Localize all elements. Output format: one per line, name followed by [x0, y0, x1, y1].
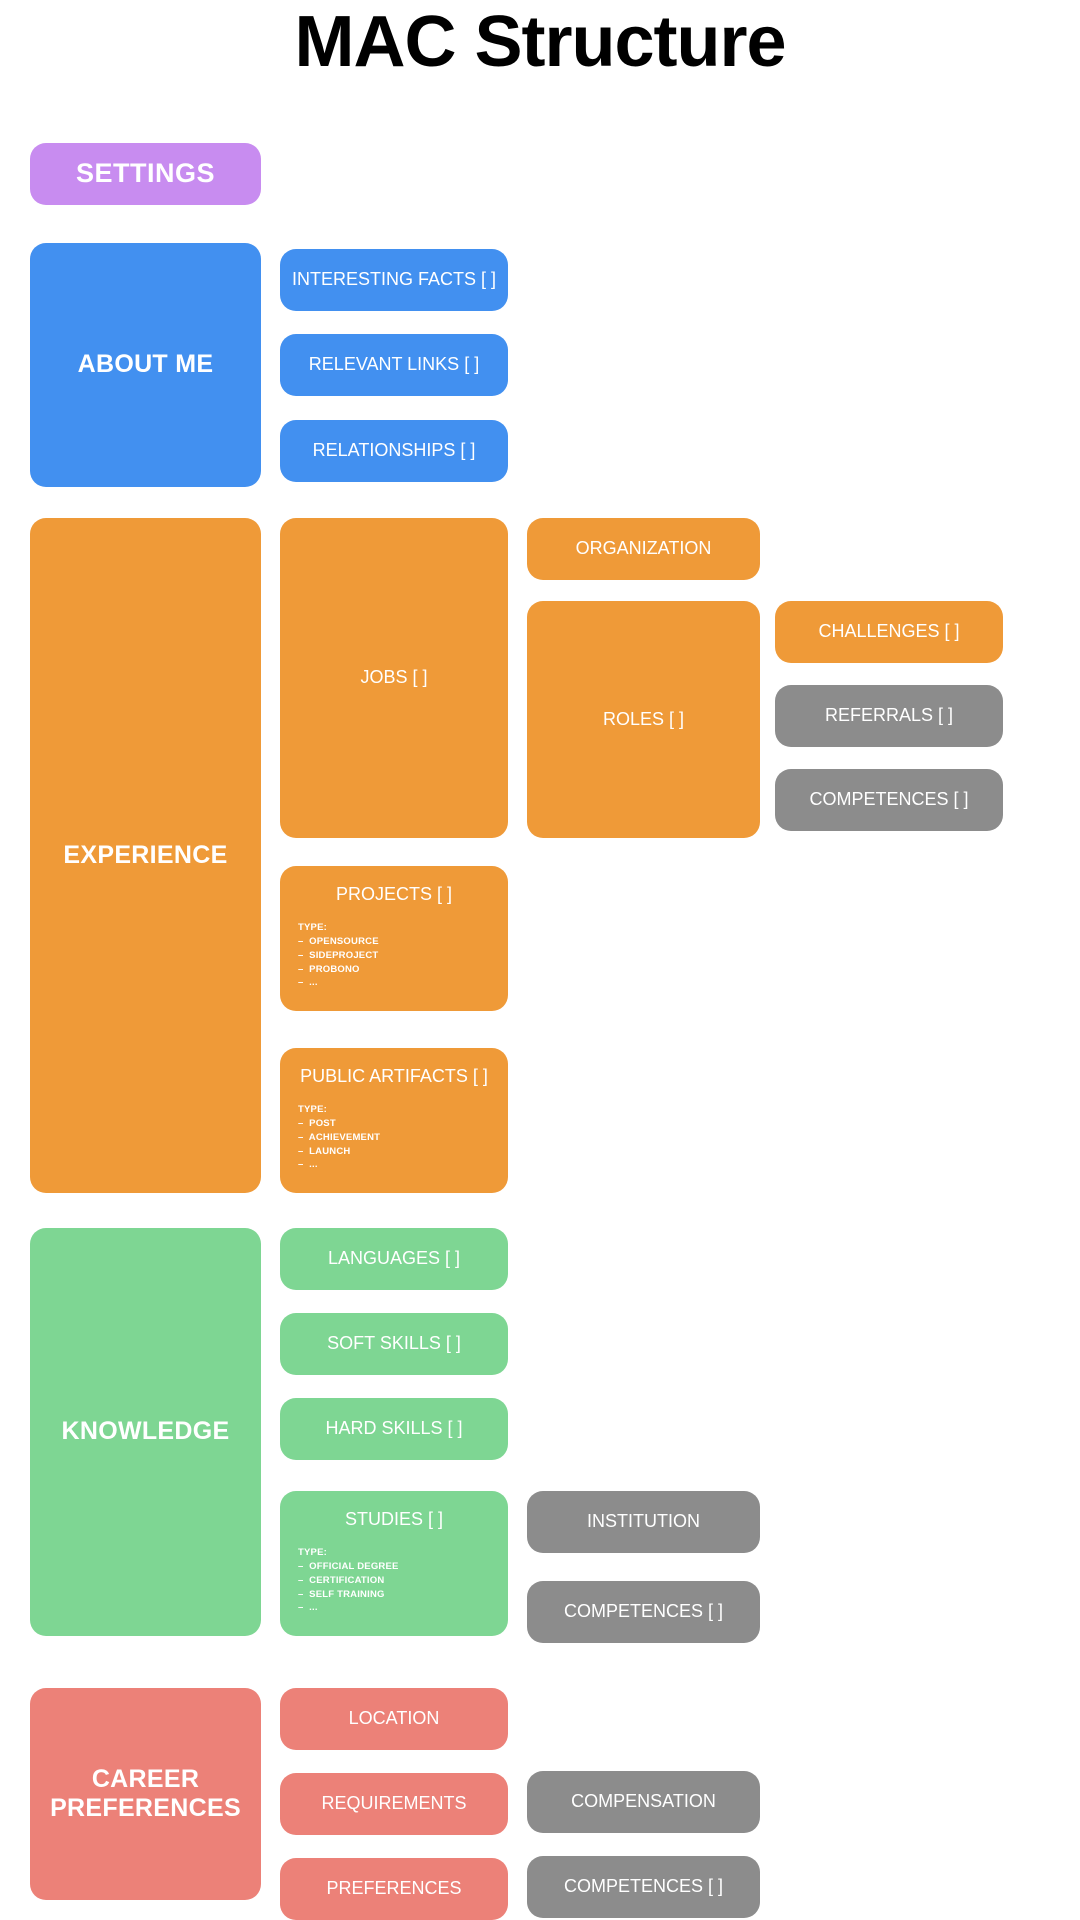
node-knowledge[interactable]: KNOWLEDGE — [30, 1228, 261, 1636]
node-hard-skills-label: HARD SKILLS [ ] — [325, 1418, 463, 1439]
node-institution-label: INSTITUTION — [587, 1511, 700, 1532]
node-organization[interactable]: ORGANIZATION — [527, 518, 760, 580]
node-career-preferences-line2: PREFERENCES — [50, 1794, 241, 1822]
node-hard-skills[interactable]: HARD SKILLS [ ] — [280, 1398, 508, 1460]
node-jobs-label: JOBS [ ] — [360, 667, 428, 688]
node-studies-type-item: – SELF TRAINING — [298, 1588, 385, 1600]
node-languages[interactable]: LANGUAGES [ ] — [280, 1228, 508, 1290]
node-career-preferences-label: CAREER PREFERENCES — [50, 1765, 241, 1824]
node-studies-label: STUDIES [ ] — [344, 1509, 443, 1529]
node-preferences-label: PREFERENCES — [326, 1878, 462, 1899]
node-competences-knowledge[interactable]: COMPETENCES [ ] — [527, 1581, 760, 1643]
node-competences-knowledge-label: COMPETENCES [ ] — [563, 1601, 724, 1622]
node-competences-experience-label: COMPETENCES [ ] — [809, 789, 969, 810]
node-projects[interactable]: PROJECTS [ ] TYPE: – OPENSOURCE – SIDEPR… — [280, 866, 508, 1011]
node-projects-type-label: TYPE: — [298, 922, 327, 934]
node-studies-type-item: – ... — [298, 1602, 318, 1614]
node-relevant-links-label: RELEVANT LINKS [ ] — [308, 354, 480, 375]
node-interesting-facts-label: INTERESTING FACTS [ ] — [291, 269, 497, 290]
node-projects-types: TYPE: – OPENSOURCE – SIDEPROJECT – PROBO… — [298, 921, 508, 990]
node-knowledge-label: KNOWLEDGE — [61, 1417, 230, 1446]
node-studies-types: TYPE: – OFFICIAL DEGREE – CERTIFICATION … — [298, 1546, 508, 1615]
node-organization-label: ORGANIZATION — [575, 538, 712, 559]
node-settings[interactable]: SETTINGS — [30, 143, 261, 205]
node-roles[interactable]: ROLES [ ] — [527, 601, 760, 838]
node-projects-type-item: – ... — [298, 977, 318, 989]
node-institution[interactable]: INSTITUTION — [527, 1491, 760, 1553]
node-roles-label: ROLES [ ] — [602, 708, 685, 729]
node-soft-skills-label: SOFT SKILLS [ ] — [327, 1333, 461, 1354]
node-experience[interactable]: EXPERIENCE — [30, 518, 261, 1193]
node-public-artifacts[interactable]: PUBLIC ARTIFACTS [ ] TYPE: – POST – ACHI… — [280, 1048, 508, 1193]
node-public-artifacts-type-item: – LAUNCH — [298, 1145, 351, 1157]
node-projects-type-item: – SIDEPROJECT — [298, 949, 379, 961]
node-public-artifacts-label: PUBLIC ARTIFACTS [ ] — [300, 1066, 488, 1086]
node-public-artifacts-types: TYPE: – POST – ACHIEVEMENT – LAUNCH – ..… — [298, 1103, 508, 1172]
node-requirements-label: REQUIREMENTS — [321, 1793, 467, 1814]
node-projects-label: PROJECTS [ ] — [335, 884, 452, 904]
node-requirements[interactable]: REQUIREMENTS — [280, 1773, 508, 1835]
node-about-me-label: ABOUT ME — [77, 350, 214, 379]
node-relationships[interactable]: RELATIONSHIPS [ ] — [280, 420, 508, 482]
node-location[interactable]: LOCATION — [280, 1688, 508, 1750]
node-referrals[interactable]: REFERRALS [ ] — [775, 685, 1003, 747]
node-career-preferences[interactable]: CAREER PREFERENCES — [30, 1688, 261, 1900]
node-competences-career-label: COMPETENCES [ ] — [563, 1876, 724, 1897]
node-career-preferences-line1: CAREER — [91, 1764, 200, 1793]
node-referrals-label: REFERRALS [ ] — [824, 705, 954, 726]
node-competences-experience[interactable]: COMPETENCES [ ] — [775, 769, 1003, 831]
node-languages-label: LANGUAGES [ ] — [327, 1248, 461, 1269]
node-competences-career[interactable]: COMPETENCES [ ] — [527, 1856, 760, 1918]
node-studies-type-item: – OFFICIAL DEGREE — [298, 1561, 399, 1572]
node-preferences[interactable]: PREFERENCES — [280, 1858, 508, 1920]
node-location-label: LOCATION — [348, 1708, 440, 1729]
node-public-artifacts-type-item: – ... — [298, 1159, 318, 1171]
node-relevant-links[interactable]: RELEVANT LINKS [ ] — [280, 334, 508, 396]
node-public-artifacts-type-label: TYPE: — [298, 1104, 327, 1116]
node-jobs[interactable]: JOBS [ ] — [280, 518, 508, 838]
node-public-artifacts-type-item: – POST — [298, 1118, 336, 1129]
node-experience-label: EXPERIENCE — [63, 840, 228, 869]
node-compensation[interactable]: COMPENSATION — [527, 1771, 760, 1833]
node-public-artifacts-type-item: – ACHIEVEMENT — [298, 1131, 381, 1143]
node-challenges-label: CHALLENGES [ ] — [818, 621, 960, 642]
node-studies-type-item: – CERTIFICATION — [298, 1574, 385, 1586]
node-compensation-label: COMPENSATION — [571, 1791, 716, 1812]
node-interesting-facts[interactable]: INTERESTING FACTS [ ] — [280, 249, 508, 311]
node-challenges[interactable]: CHALLENGES [ ] — [775, 601, 1003, 663]
node-projects-type-item: – OPENSOURCE — [298, 936, 379, 947]
node-relationships-label: RELATIONSHIPS [ ] — [312, 440, 476, 461]
node-soft-skills[interactable]: SOFT SKILLS [ ] — [280, 1313, 508, 1375]
node-studies[interactable]: STUDIES [ ] TYPE: – OFFICIAL DEGREE – CE… — [280, 1491, 508, 1636]
node-studies-type-label: TYPE: — [298, 1547, 327, 1559]
node-settings-label: SETTINGS — [75, 158, 215, 189]
node-about-me[interactable]: ABOUT ME — [30, 243, 261, 487]
page-title: MAC Structure — [294, 2, 786, 82]
node-projects-type-item: – PROBONO — [298, 963, 360, 975]
